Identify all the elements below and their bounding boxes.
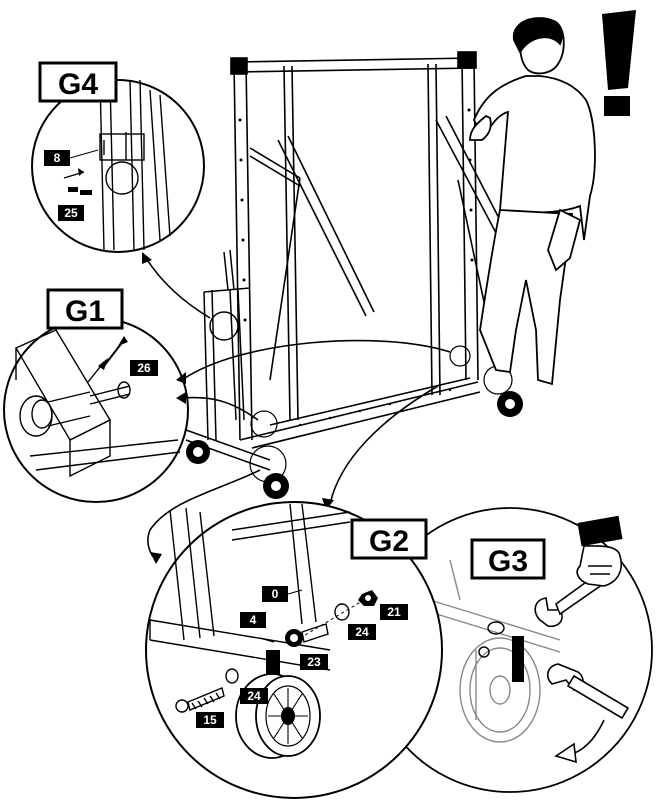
part-label-4: 4	[240, 612, 266, 628]
callout-g3-text: G3	[488, 545, 528, 578]
nut-21-icon	[358, 590, 378, 606]
svg-text:15: 15	[203, 713, 217, 727]
callout-g2-text: G2	[369, 525, 409, 558]
callout-g1: G1	[46, 288, 124, 330]
part-label-8: 8	[44, 150, 70, 166]
part-label-24-upper: 24	[348, 624, 376, 640]
part-label-26: 26	[130, 360, 158, 376]
washer-24-upper-icon	[334, 603, 350, 621]
wheel-left-front-icon	[186, 440, 210, 464]
table-frame	[230, 51, 529, 449]
callout-g1-text: G1	[65, 295, 105, 328]
svg-text:24: 24	[355, 625, 369, 639]
svg-text:21: 21	[387, 605, 401, 619]
svg-text:26: 26	[137, 361, 151, 375]
svg-text:4: 4	[250, 613, 257, 627]
warning-exclamation-icon	[602, 10, 636, 116]
callout-g3: G3	[470, 538, 546, 580]
callout-g4: G4	[38, 61, 118, 103]
hand-icon	[576, 515, 623, 587]
svg-text:25: 25	[64, 206, 78, 220]
left-leg-assembly	[185, 249, 271, 471]
svg-text:24: 24	[247, 689, 261, 703]
part-label-23: 23	[300, 654, 328, 670]
svg-text:0: 0	[272, 587, 279, 601]
callout-g2: G2	[350, 518, 428, 560]
detail-g3	[367, 507, 653, 793]
bolt-15-icon	[175, 687, 225, 713]
part-label-0: 0	[262, 586, 288, 602]
part-label-25: 25	[58, 205, 84, 221]
caster-wheel-icon	[235, 673, 321, 759]
rotation-arrowhead	[554, 742, 577, 764]
part-label-21: 21	[380, 604, 408, 620]
leader-arrows	[145, 257, 451, 559]
wheel-right-icon	[497, 391, 523, 417]
washer-24-lower-icon	[225, 668, 239, 684]
wheel-left-rear-icon	[263, 473, 289, 499]
svg-text:23: 23	[307, 655, 321, 669]
part-label-15: 15	[196, 712, 224, 728]
part-label-24-lower: 24	[240, 688, 268, 704]
detail-g1	[3, 317, 189, 503]
person-figure-icon	[469, 17, 596, 386]
wrench-lower-icon	[546, 663, 630, 720]
bushing-23-icon	[285, 629, 303, 647]
callout-g4-text: G4	[58, 68, 98, 101]
detail-circle-markers	[249, 345, 513, 483]
axle-icon	[301, 623, 329, 643]
svg-text:8: 8	[54, 151, 61, 165]
